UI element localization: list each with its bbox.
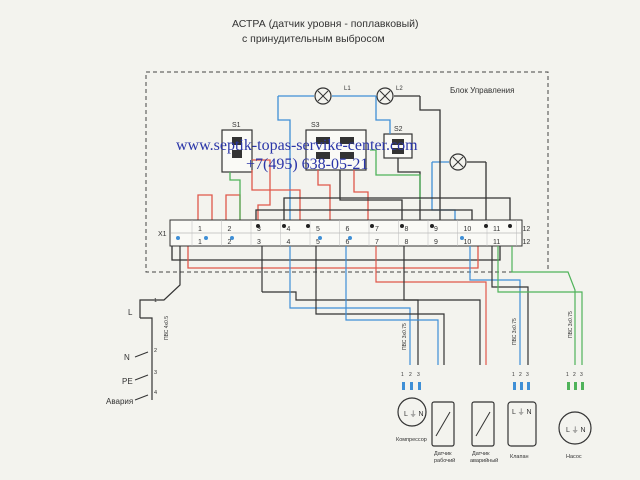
terminal-number: 1 xyxy=(198,226,202,233)
terminal-number: 11 xyxy=(493,226,500,233)
lamp-l2: L2 xyxy=(376,86,420,105)
label-pe: PE xyxy=(122,377,133,386)
control-block-label: Блок Управления xyxy=(450,86,514,95)
terminal-number: 3 xyxy=(257,226,261,233)
terminal-number: 12 xyxy=(523,226,531,233)
terminal-number: 10 xyxy=(464,226,472,233)
watermark-url: www.septik-topas-servike-center.com xyxy=(176,137,418,154)
title-line-1: АСТРА (датчик уровня - поплавковый) xyxy=(232,18,419,30)
switch-s3-label: S3 xyxy=(311,122,320,129)
compressor: 1 2 3 L ⏚ N Компрессор xyxy=(396,372,427,443)
terminal-number: 9 xyxy=(434,239,438,246)
terminal-number: 10 xyxy=(464,239,472,246)
pump-pin-2: 2 xyxy=(573,372,576,378)
valve: 1 2 3 L ⏚ N Клапан xyxy=(507,372,537,460)
pin-4: 4 xyxy=(154,390,157,396)
pump-symbol: L ⏚ N xyxy=(566,426,586,434)
valve-pin-2: 2 xyxy=(519,372,522,378)
pin-1: 1 xyxy=(154,298,157,304)
pump: 1 2 3 L ⏚ N Насос xyxy=(558,372,592,460)
terminal-number: 4 xyxy=(287,226,291,233)
switch-s1: S1 xyxy=(221,122,253,173)
sensor-alarm: Датчик аварийный xyxy=(470,401,498,464)
cable-label-2: ПВС 3х0.75 xyxy=(512,318,518,345)
compressor-pin-2: 2 xyxy=(409,372,412,378)
terminal-number: 11 xyxy=(493,239,500,246)
pump-motor-icon xyxy=(558,411,592,445)
sensor-working: Датчик рабочий xyxy=(431,401,455,464)
sensor-work-label-2: рабочий xyxy=(434,457,455,464)
terminal-number: 7 xyxy=(375,226,379,233)
terminal-number: 7 xyxy=(375,239,379,246)
label-alarm: Авария xyxy=(106,397,133,406)
valve-pin-3: 3 xyxy=(526,372,529,378)
terminal-number: 1 xyxy=(198,239,202,246)
compressor-symbol: L ⏚ N xyxy=(404,410,424,418)
terminal-label: X1 xyxy=(158,231,167,238)
switch-s2-label: S2 xyxy=(394,126,403,133)
terminal-number: 2 xyxy=(228,239,232,246)
terminal-number: 5 xyxy=(316,239,320,246)
lamp-l1-label: L1 xyxy=(344,86,351,92)
switch-s3: S3 xyxy=(305,122,367,171)
switch-s1-label: S1 xyxy=(232,122,241,129)
terminal-number: 2 xyxy=(228,226,232,233)
title-line-2: с принудительным выбросом xyxy=(242,33,385,45)
compressor-motor-icon xyxy=(397,397,427,427)
pump-pin-3: 3 xyxy=(580,372,583,378)
compressor-pin-1: 1 xyxy=(401,372,404,378)
pin-3: 3 xyxy=(154,370,157,376)
compressor-label: Компрессор xyxy=(396,437,427,443)
external-wiring xyxy=(139,246,583,365)
terminal-number: 6 xyxy=(346,226,350,233)
valve-icon xyxy=(507,401,537,447)
sensor-alarm-label-1: Датчик xyxy=(472,451,490,457)
float-sensor-icon xyxy=(471,401,495,447)
switch-s2: S2 xyxy=(383,126,413,159)
label-l: L xyxy=(128,308,133,317)
cable-label-1: ПВС 3х0.75 xyxy=(402,323,408,350)
pin-2: 2 xyxy=(154,348,157,354)
terminal-number: 6 xyxy=(346,239,350,246)
cable-label-left: ПВС 4х0.5 xyxy=(164,316,170,340)
float-sensor-icon xyxy=(431,401,455,447)
power-labels: L N PE Авария 1 2 3 4 ПВС 4х0.5 xyxy=(106,298,170,406)
terminal-number: 8 xyxy=(405,226,409,233)
sensor-work-label-1: Датчик xyxy=(434,451,452,457)
compressor-pin-3: 3 xyxy=(417,372,420,378)
terminal-number: 4 xyxy=(287,239,291,246)
cable-label-3: ПВС 3х0.75 xyxy=(568,311,574,338)
valve-label: Клапан xyxy=(510,454,529,460)
terminal-number: 3 xyxy=(257,239,261,246)
terminal-number: 9 xyxy=(434,226,438,233)
terminal-number: 12 xyxy=(523,239,531,246)
valve-symbol: L ⏚ N xyxy=(512,408,532,416)
pump-pin-1: 1 xyxy=(566,372,569,378)
terminal-number: 8 xyxy=(405,239,409,246)
valve-pin-1: 1 xyxy=(512,372,515,378)
internal-wiring xyxy=(171,96,511,269)
lamp-l2-label: L2 xyxy=(396,86,403,92)
terminal-number: 5 xyxy=(316,226,320,233)
lamp-l1: L1 xyxy=(278,86,376,105)
sensor-alarm-label-2: аварийный xyxy=(470,457,498,464)
pump-label: Насос xyxy=(566,454,582,460)
label-n: N xyxy=(124,353,130,362)
watermark-phone: +7(495) 638-05-21 xyxy=(246,156,368,173)
